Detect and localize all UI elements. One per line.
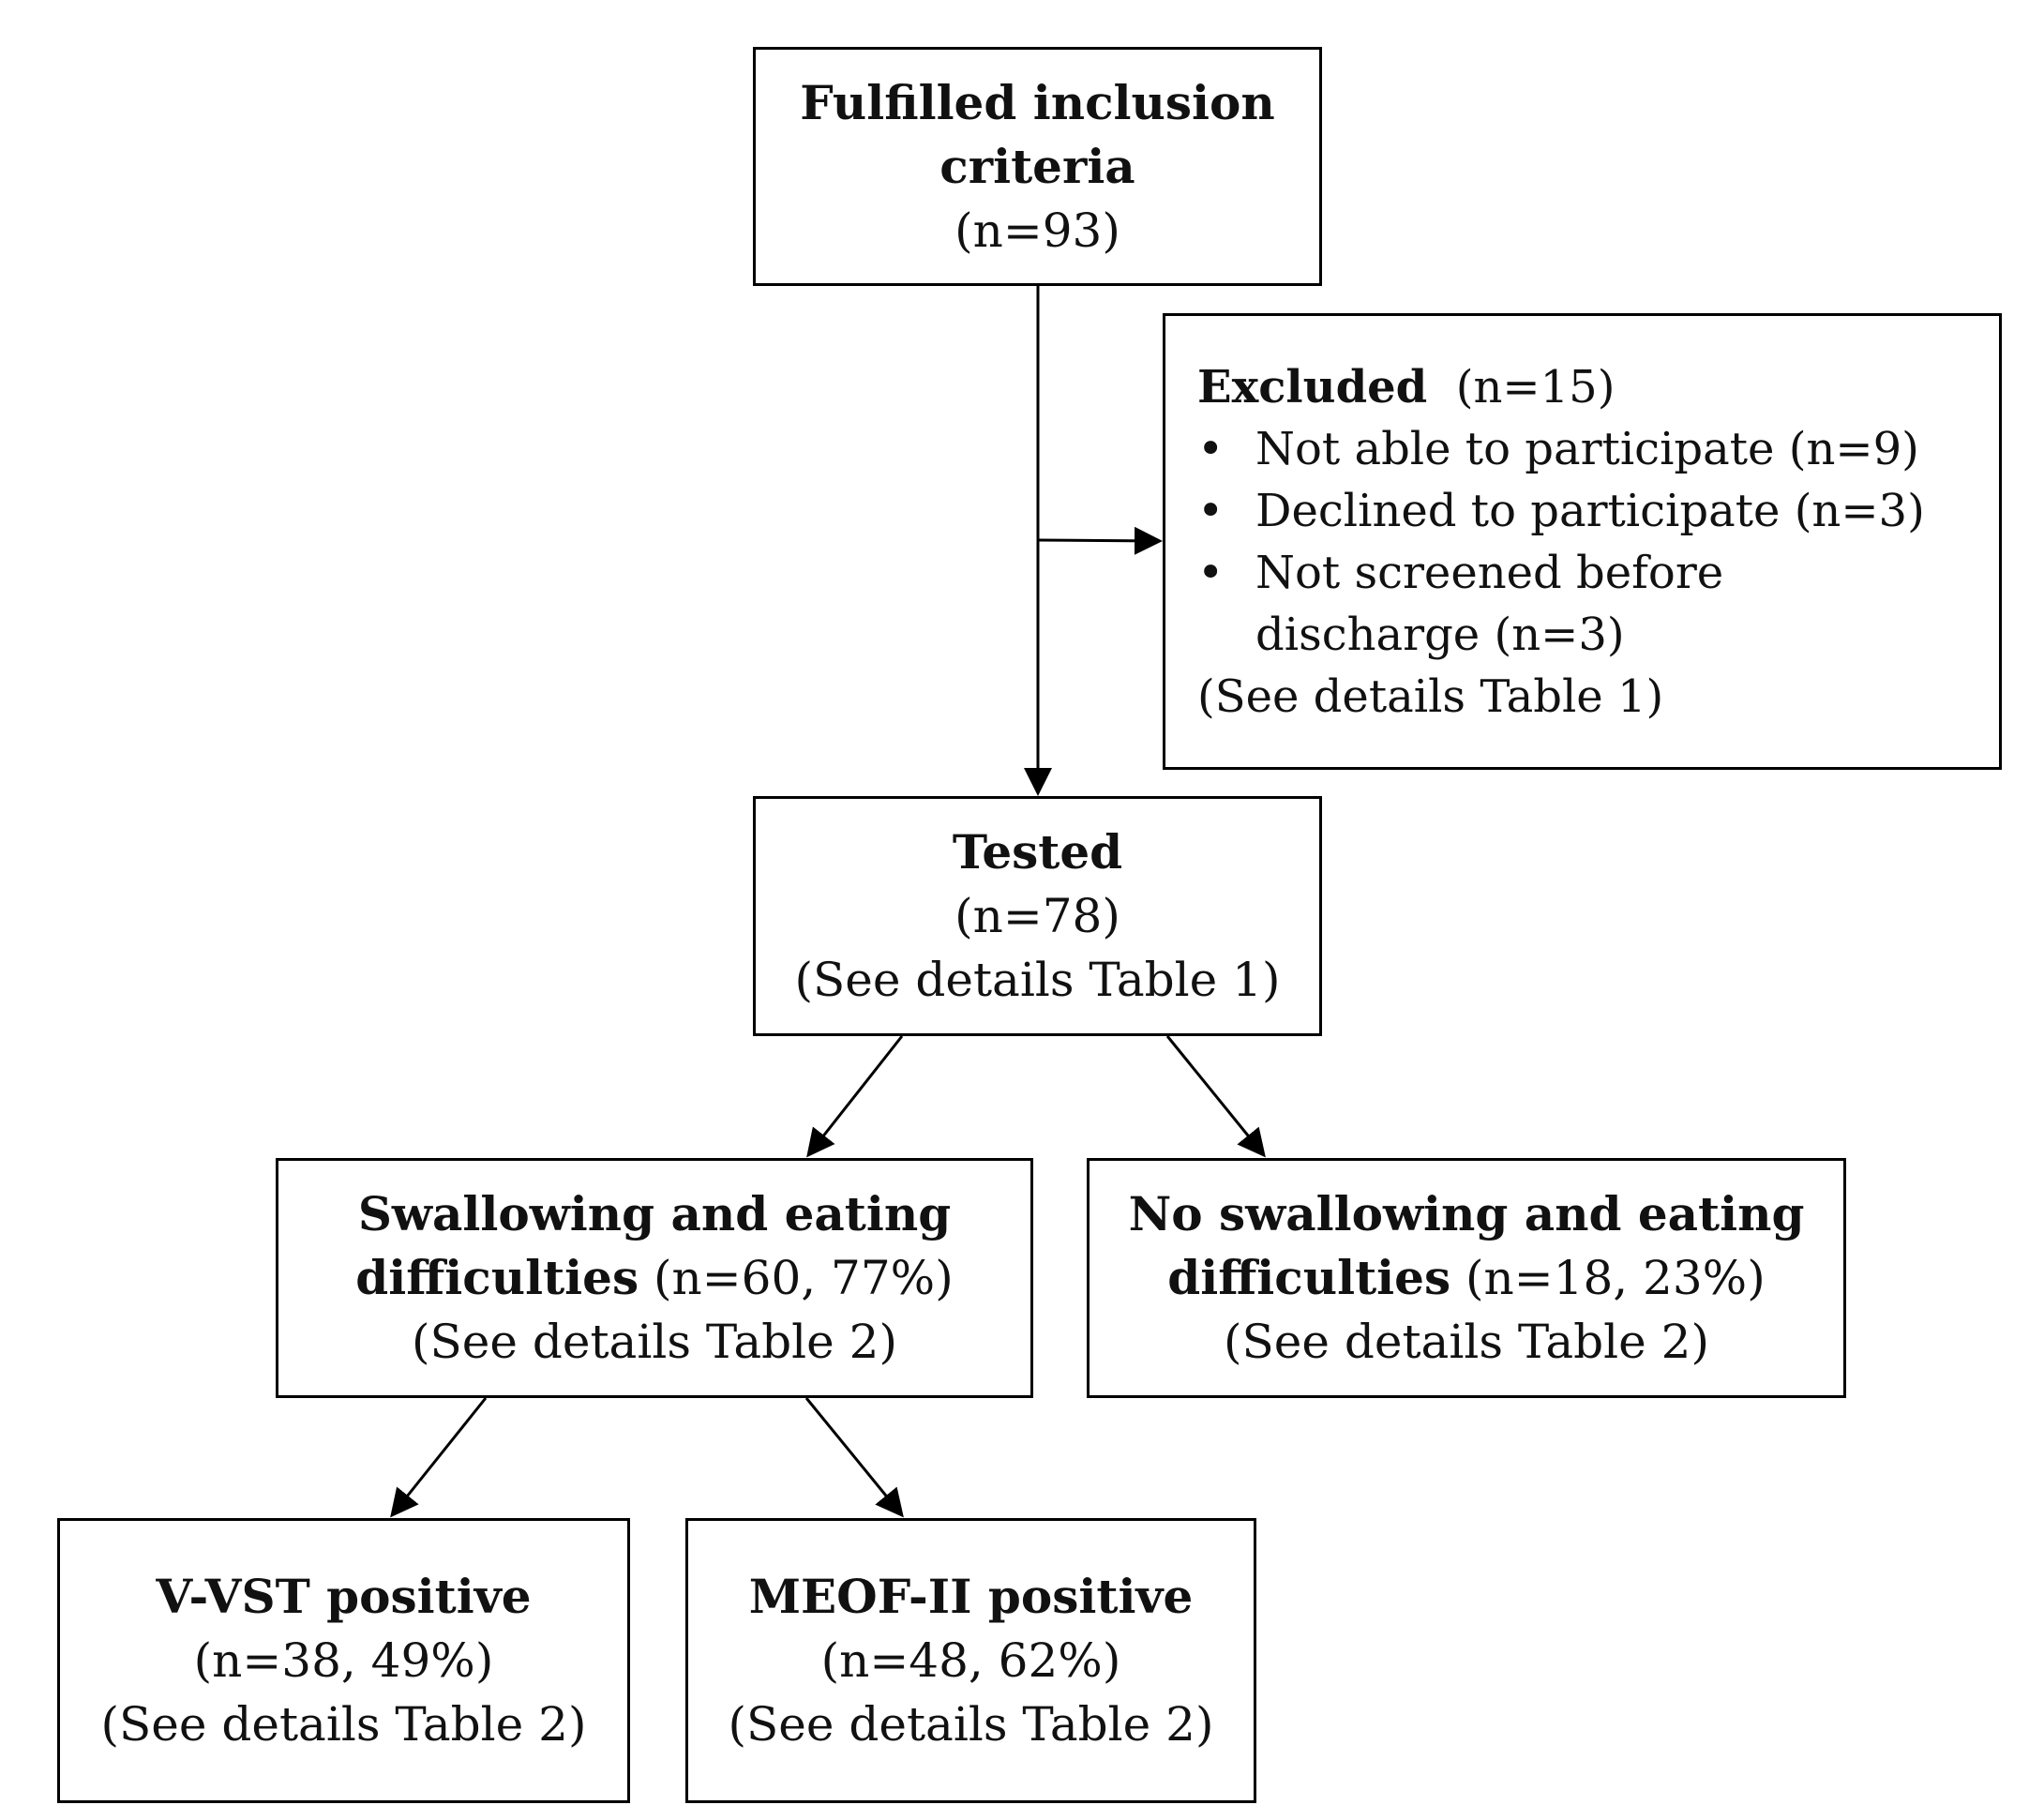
tested-box: Tested (n=78) (See details Table 1) [753,796,1322,1036]
tested-title: Tested [952,824,1123,880]
no-swallowing-difficulties-box: No swallowing and eating difficulties (n… [1087,1158,1846,1398]
excluded-reason-text: Not screened before [1255,546,1724,599]
swallowing-difficulties-box: Swallowing and eating difficulties (n=60… [276,1158,1033,1398]
no-swallowing-count: (n=18, 23%) [1465,1251,1766,1305]
bullet-icon: • [1197,422,1225,475]
excluded-reason-item: • Declined to participate (n=3) [1197,480,1925,542]
arrow-tested-to-no-swallowing [1165,1035,1266,1158]
swallowing-title-line2: difficulties [355,1250,639,1305]
excluded-reason-text: Not able to participate (n=9) [1255,422,1919,475]
excluded-reason-text: Declined to participate (n=3) [1255,484,1925,537]
swallowing-note: (See details Table 2) [412,1315,897,1369]
arrow-swallowing-to-vvst [390,1397,488,1518]
meof-positive-box: MEOF-II positive (n=48, 62%) (See detail… [685,1518,1256,1803]
excluded-box: Excluded (n=15) • Not able to participat… [1163,313,2002,770]
no-swallowing-title-line2: difficulties [1167,1250,1451,1305]
excluded-reason-item: • Not screened before [1197,542,1723,604]
excluded-reason-continuation: discharge (n=3) [1197,604,1625,666]
bullet-icon: • [1197,484,1225,537]
meof-note: (See details Table 2) [728,1697,1214,1752]
arrow-swallowing-to-meof [804,1397,904,1518]
excluded-count: (n=15) [1455,360,1616,414]
inclusion-title-line1: Fulfilled inclusion [800,74,1275,130]
bullet-icon: • [1197,546,1225,599]
meof-count: (n=48, 62%) [820,1633,1121,1688]
tested-count: (n=78) [954,889,1120,943]
arrow-to-excluded [1037,526,1163,555]
excluded-reason-item: • Not able to participate (n=9) [1197,418,1919,480]
tested-note: (See details Table 1) [794,953,1281,1007]
vvst-title: V-VST positive [156,1569,532,1624]
inclusion-count: (n=93) [954,203,1120,258]
vvst-note: (See details Table 2) [100,1697,587,1752]
inclusion-title-line2: criteria [939,138,1135,194]
vvst-count: (n=38, 49%) [193,1633,494,1688]
excluded-note: (See details Table 1) [1197,669,1664,723]
vvst-positive-box: V-VST positive (n=38, 49%) (See details … [57,1518,630,1803]
swallowing-count: (n=60, 77%) [654,1251,954,1305]
no-swallowing-note: (See details Table 2) [1224,1315,1709,1369]
swallowing-title-line1: Swallowing and eating [357,1186,952,1241]
no-swallowing-title-line1: No swallowing and eating [1128,1186,1805,1241]
swallowing-title-line2-row: difficulties (n=60, 77%) [355,1246,953,1310]
excluded-title: Excluded [1197,360,1428,414]
excluded-header: Excluded (n=15) [1197,356,1615,418]
meof-title: MEOF-II positive [748,1569,1194,1624]
arrow-tested-to-swallowing [806,1035,904,1158]
excluded-reason-text: discharge (n=3) [1255,608,1625,661]
inclusion-box: Fulfilled inclusion criteria (n=93) [753,47,1322,286]
no-swallowing-title-line2-row: difficulties (n=18, 23%) [1167,1246,1765,1310]
